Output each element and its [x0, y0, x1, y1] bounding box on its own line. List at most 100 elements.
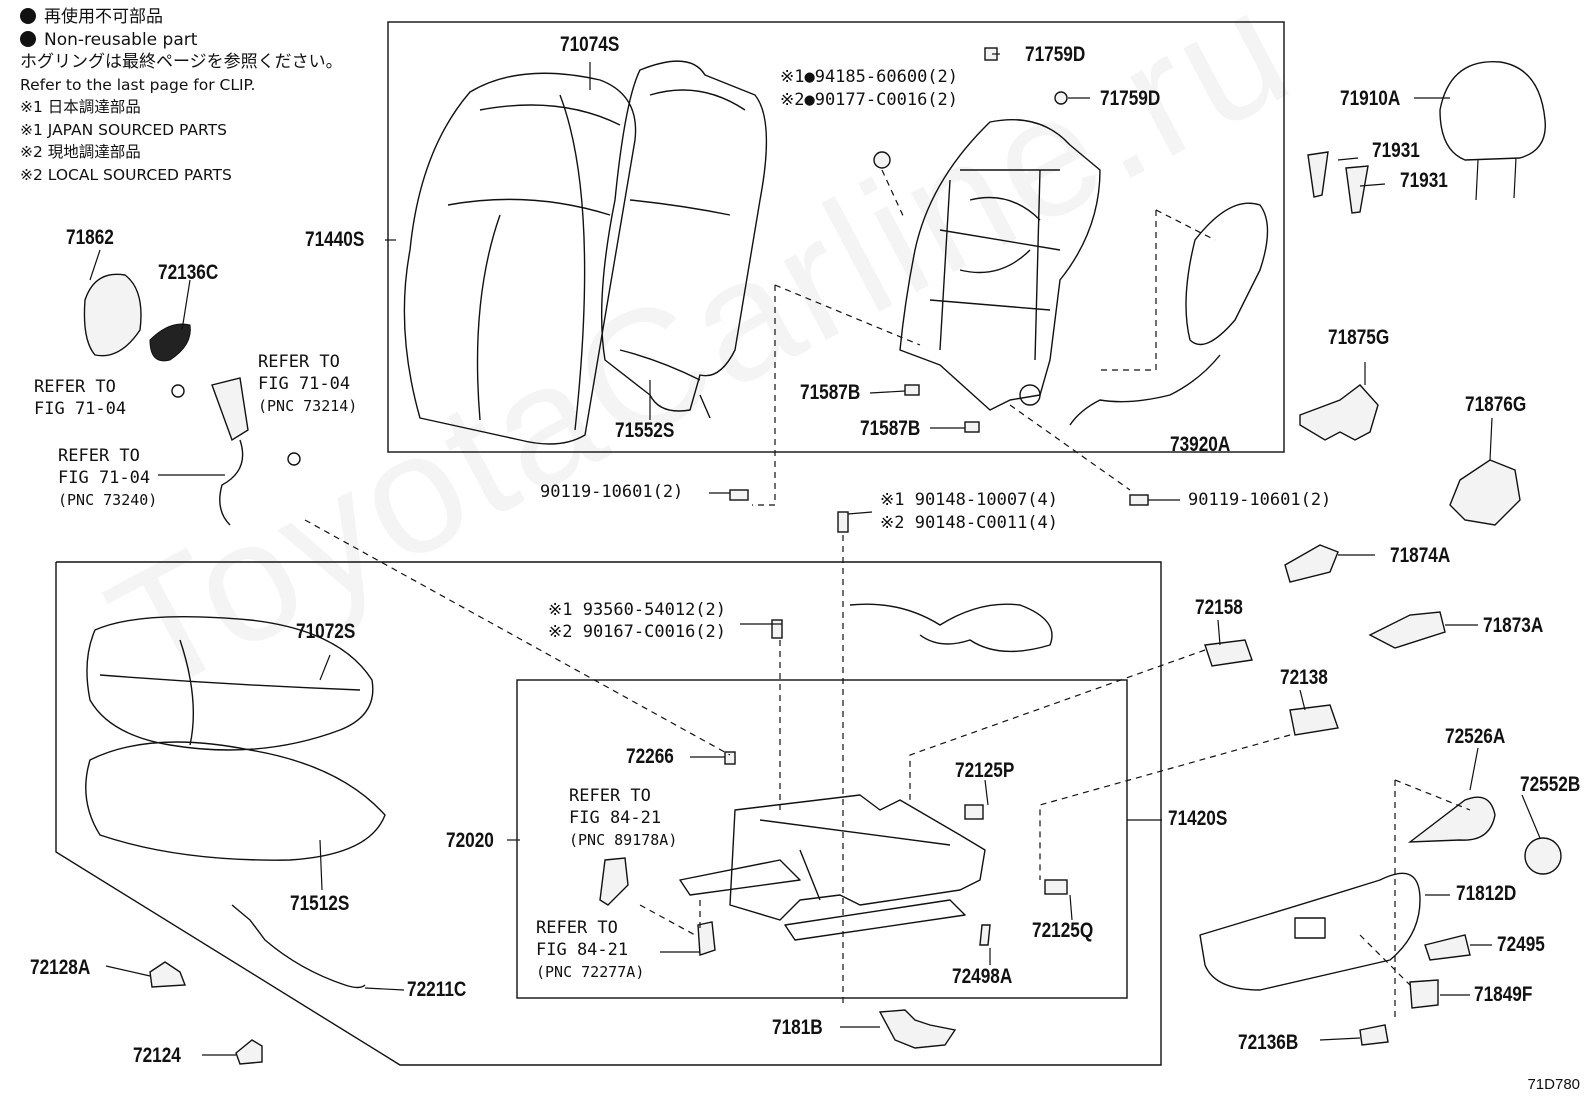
part-label-72138[interactable]: 72138 [1280, 666, 1328, 689]
cushion-clip-b-drawing [235, 1039, 263, 1065]
part-label-71759D-a[interactable]: 71759D [1025, 43, 1086, 66]
diagram-code: 71D780 [1527, 1076, 1580, 1093]
side-cover-71875G-drawing [1299, 384, 1379, 441]
adjuster-group-box [516, 679, 1128, 999]
part-label-71587B-a[interactable]: 71587B [800, 381, 861, 404]
seat-cushion-cover-drawing [86, 615, 374, 751]
cover-71873A-drawing [1368, 611, 1446, 649]
part-label-72124[interactable]: 72124 [133, 1044, 181, 1067]
part-label-72128A[interactable]: 72128A [30, 956, 91, 979]
part-label-90119-right[interactable]: 90119-10601(2) [1188, 490, 1332, 510]
recliner-knob-drawing [149, 323, 191, 362]
refer-note-e-line3: (PNC 72277A) [536, 963, 645, 981]
part-label-71862[interactable]: 71862 [66, 226, 114, 249]
cover-72138-drawing [1289, 704, 1339, 736]
refer-note-b-line1: REFER TO [258, 352, 340, 372]
seatback-group-box [387, 21, 1285, 453]
refer-note-e-line1: REFER TO [536, 918, 618, 938]
seatback-cover-drawing [403, 72, 637, 445]
clip-71587B-a-drawing [904, 384, 920, 396]
seat-cushion-pad-drawing [85, 741, 386, 861]
part-label-71873A[interactable]: 71873A [1483, 614, 1544, 637]
refer-note-c[interactable]: REFER TO FIG 71-04 (PNC 73240) [58, 445, 157, 511]
refer-note-b-line3: (PNC 73214) [258, 397, 358, 415]
seatbelt-buckle-drawing [211, 377, 249, 442]
part-label-71420S[interactable]: 71420S [1168, 807, 1228, 830]
part-label-71552S[interactable]: 71552S [615, 419, 675, 442]
part-label-71812D[interactable]: 71812D [1456, 882, 1517, 905]
part-label-73920A[interactable]: 73920A [1170, 433, 1231, 456]
clip-72125P-drawing [964, 804, 984, 820]
seatback-frame-drawing [899, 119, 1101, 411]
headrest-support-1-drawing [1307, 151, 1329, 198]
clip-72136B-drawing [1359, 1024, 1389, 1046]
non-reusable-dot-icon [20, 30, 36, 47]
part-label-90148-2[interactable]: ※2 90148-C0011(4) [880, 513, 1059, 533]
clip-71587B-b-drawing [964, 421, 980, 433]
part-label-71587B-b[interactable]: 71587B [860, 417, 921, 440]
part-label-71875G[interactable]: 71875G [1328, 326, 1390, 349]
cover-71874A-drawing [1284, 544, 1339, 583]
part-label-71910A[interactable]: 71910A [1340, 87, 1401, 110]
part-label-93560[interactable]: ※1 93560-54012(2) [548, 600, 727, 620]
clip-72498A-drawing [979, 924, 991, 946]
legend-non-reusable-jp: 再使用不可部品 [44, 7, 163, 27]
part-label-90119-left[interactable]: 90119-10601(2) [540, 482, 684, 502]
part-label-72526A[interactable]: 72526A [1445, 725, 1506, 748]
part-label-72125P[interactable]: 72125P [955, 759, 1015, 782]
refer-note-a-line2: FIG 71-04 [34, 399, 127, 419]
refer-note-d[interactable]: REFER TO FIG 84-21 (PNC 89178A) [569, 785, 677, 851]
part-label-72136B[interactable]: 72136B [1238, 1031, 1299, 1054]
part-label-71931-b[interactable]: 71931 [1400, 169, 1448, 192]
part-label-71849F[interactable]: 71849F [1474, 983, 1533, 1006]
refer-note-e[interactable]: REFER TO FIG 84-21 (PNC 72277A) [536, 917, 644, 983]
refer-note-a[interactable]: REFER TO FIG 71-04 [34, 376, 126, 420]
part-label-71874A[interactable]: 71874A [1390, 544, 1451, 567]
seat-cushion-group-box [55, 561, 1162, 1066]
clip-71759D-b-drawing [1054, 91, 1068, 105]
part-label-94185[interactable]: ※1●94185-60600(2) [780, 67, 959, 87]
legend-note2-jp: ※2 現地調達部品 [20, 143, 141, 161]
seatback-pad-drawing [600, 60, 768, 412]
refer-note-d-line2: FIG 84-21 [569, 808, 662, 828]
refer-note-d-line1: REFER TO [569, 786, 651, 806]
side-airbag-drawing [1185, 202, 1269, 346]
bolt-90148-drawing [837, 511, 849, 533]
part-label-90177[interactable]: ※2●90177-C0016(2) [780, 90, 959, 110]
headrest-drawing [1439, 61, 1546, 161]
part-label-71759D-b[interactable]: 71759D [1100, 87, 1161, 110]
part-label-72158[interactable]: 72158 [1195, 596, 1243, 619]
part-label-72552B[interactable]: 72552B [1520, 773, 1581, 796]
bolt-90119-right-drawing [1129, 494, 1149, 506]
part-label-71876G[interactable]: 71876G [1465, 393, 1527, 416]
part-label-90167[interactable]: ※2 90167-C0016(2) [548, 622, 727, 642]
part-label-71074S[interactable]: 71074S [560, 33, 620, 56]
part-label-72495[interactable]: 72495 [1497, 933, 1545, 956]
part-label-90148-1[interactable]: ※1 90148-10007(4) [880, 490, 1059, 510]
recliner-cover-drawing [83, 273, 142, 357]
track-bracket-drawing [878, 1009, 957, 1049]
part-label-71072S[interactable]: 71072S [296, 620, 356, 643]
part-label-72498A[interactable]: 72498A [952, 965, 1013, 988]
legend: 再使用不可部品 Non-reusable part ホグリングは最終ページを参照… [20, 6, 343, 186]
part-label-7181B[interactable]: 7181B [772, 1016, 823, 1039]
part-label-72136C[interactable]: 72136C [158, 261, 219, 284]
part-label-71512S[interactable]: 71512S [290, 892, 350, 915]
nut-94185-drawing [873, 151, 891, 169]
legend-note2-en: ※2 LOCAL SOURCED PARTS [20, 165, 232, 184]
legend-clip-note-jp: ホグリングは最終ページを参照ください。 [20, 52, 343, 72]
part-label-72020[interactable]: 72020 [446, 829, 494, 852]
refer-note-b[interactable]: REFER TO FIG 71-04 (PNC 73214) [258, 351, 357, 417]
clip-89178-drawing [599, 857, 629, 906]
refer-note-c-line3: (PNC 73240) [58, 491, 158, 509]
clip-72277-drawing [697, 921, 716, 956]
part-label-71931-a[interactable]: 71931 [1372, 139, 1420, 162]
part-label-72211C[interactable]: 72211C [407, 978, 467, 1001]
part-label-72125Q[interactable]: 72125Q [1032, 919, 1094, 942]
part-label-72266[interactable]: 72266 [626, 745, 674, 768]
part-label-71440S[interactable]: 71440S [305, 228, 365, 251]
refer-note-a-line1: REFER TO [34, 377, 116, 397]
seat-shield-drawing [1199, 872, 1421, 991]
